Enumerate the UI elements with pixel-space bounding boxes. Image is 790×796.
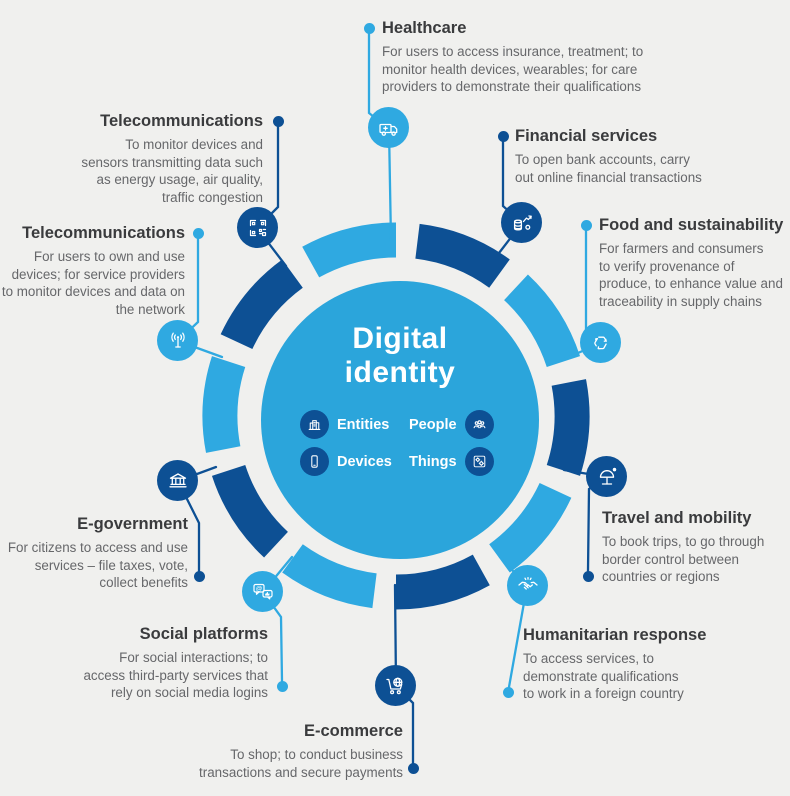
telecommunications-monitor-node (237, 207, 278, 248)
food-dot (581, 220, 592, 231)
ring-arc-humanitarian (488, 482, 572, 573)
legend-label: Things (409, 453, 457, 470)
food-sustainability-node (580, 322, 621, 363)
section-financial-services: Financial services To open bank accounts… (515, 126, 765, 186)
humanitarian-response-node (507, 565, 548, 606)
section-description: For users to own and use devices; for se… (1, 249, 185, 317)
healthcare-dot (364, 23, 375, 34)
healthcare-node (368, 107, 409, 148)
devices-badge (300, 447, 329, 476)
section-title: Financial services (515, 127, 658, 145)
section-travel-mobility: Travel and mobility To book trips, to go… (602, 508, 787, 586)
section-social-platforms: Social platforms For social interactions… (23, 624, 268, 702)
people-icon (473, 420, 485, 429)
ring-arc-travel (546, 379, 590, 476)
beach-umbrella-icon (599, 467, 616, 485)
ambulance-icon (378, 123, 397, 136)
building-icon (308, 420, 321, 430)
legend-item-entities: Entities (300, 410, 389, 439)
e-commerce-node (375, 665, 416, 706)
section-title: Telecommunications (22, 224, 185, 242)
section-title: E-government (77, 515, 188, 533)
ring-arc-food (503, 274, 581, 368)
legend-item-people: People (409, 410, 494, 439)
ring-arc-telecom-monitor (220, 259, 304, 350)
social-bubbles-icon: @ (252, 583, 273, 599)
section-description: For farmers and consumers to verify prov… (599, 241, 783, 309)
section-humanitarian-response: Humanitarian response To access services… (523, 625, 738, 703)
recycle-icon (593, 336, 607, 349)
legend-item-things: Things (409, 447, 494, 476)
telecommunications-users-node (157, 320, 198, 361)
section-title: E-commerce (303, 722, 403, 740)
section-telecommunications-users: Telecommunications For users to own and … (0, 223, 185, 318)
section-telecommunications-monitor: Telecommunications To monitor devices an… (28, 111, 263, 206)
entities-badge (300, 410, 329, 439)
legend-label: Entities (337, 416, 390, 433)
section-title: Food and sustainability (599, 216, 784, 234)
ecommerce-dot (408, 763, 419, 774)
social-platforms-node: @ (242, 571, 283, 612)
legend-label: People (409, 416, 457, 433)
legend-item-devices: Devices (300, 447, 392, 476)
section-title: Social platforms (139, 625, 268, 643)
telecom-monitor-dot (273, 116, 284, 127)
travel-mobility-node (586, 456, 627, 497)
section-title: Travel and mobility (602, 509, 752, 527)
section-description: To book trips, to go through border cont… (602, 534, 765, 584)
ring-arc-egov (211, 464, 289, 558)
section-description: To open bank accounts, carry out online … (515, 152, 702, 185)
legend-label: Devices (337, 453, 392, 470)
section-description: For citizens to access and use services … (7, 540, 188, 590)
bank-building-icon (168, 472, 187, 487)
handshake-icon (517, 576, 538, 590)
section-e-commerce: E-commerce To shop; to conduct business … (153, 721, 403, 781)
humanitarian-dot (503, 687, 514, 698)
qr-code-icon (249, 219, 266, 236)
section-e-government: E-government For citizens to access and … (0, 514, 188, 592)
people-badge (464, 410, 494, 439)
coins-chart-icon (513, 214, 532, 230)
section-healthcare: Healthcare For users to access insurance… (382, 18, 692, 96)
center-title: Digital identity (344, 322, 456, 389)
social-dot (277, 681, 288, 692)
section-description: To shop; to conduct business transaction… (199, 747, 403, 780)
things-icon (473, 455, 485, 468)
e-government-node (157, 460, 198, 501)
ring-arc-social (282, 544, 378, 609)
financial-services-node (501, 202, 542, 243)
ring-arc-financial (414, 223, 510, 288)
section-description: To access services, to demonstrate quali… (523, 651, 684, 701)
section-title: Humanitarian response (523, 626, 707, 644)
things-badge (464, 447, 494, 476)
section-title: Telecommunications (100, 112, 263, 130)
telecom-users-dot (193, 228, 204, 239)
section-description: For social interactions; to access third… (83, 650, 268, 700)
ring-arc-healthcare (302, 222, 397, 278)
section-description: For users to access insurance, treatment… (382, 44, 644, 94)
antenna-icon (170, 332, 185, 348)
section-title: Healthcare (382, 19, 467, 37)
section-description: To monitor devices and sensors transmitt… (81, 137, 263, 205)
egov-dot (194, 571, 205, 582)
financial-dot (498, 131, 509, 142)
travel-dot (583, 571, 594, 582)
ring-arc-ecommerce (395, 554, 490, 610)
svg-text:@: @ (255, 585, 262, 592)
cart-globe-icon (385, 677, 402, 694)
ring-arc-telecom-users (202, 356, 246, 453)
phone-icon (311, 455, 318, 468)
section-food-sustainability: Food and sustainability For farmers and … (599, 215, 789, 310)
